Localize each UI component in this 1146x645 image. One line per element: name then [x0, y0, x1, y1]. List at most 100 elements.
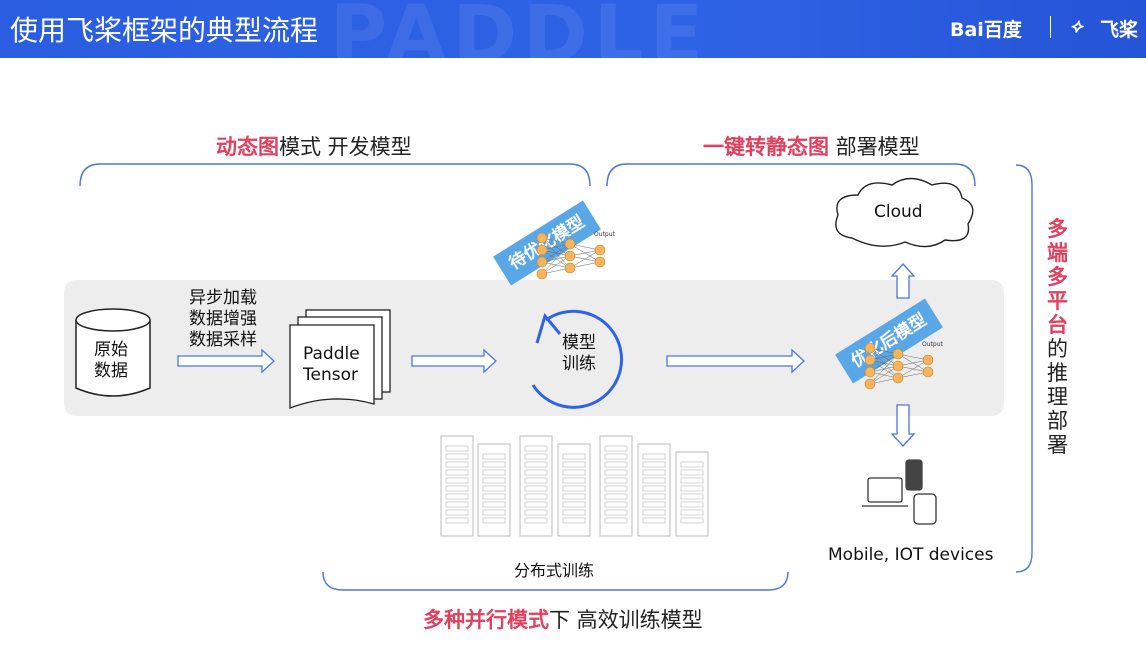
nn-edge: [541, 243, 571, 275]
training-cycle-icon: [531, 309, 624, 409]
arrow-3: [666, 348, 805, 374]
devices-icon: [862, 459, 937, 525]
preprocess-item: 数据增强: [189, 309, 257, 329]
tensor-label: Paddle Tensor: [303, 344, 360, 385]
nn-edge: [541, 243, 571, 263]
server-slot: [562, 501, 586, 508]
server-slot: [445, 453, 469, 460]
logo-divider: [1050, 16, 1051, 38]
server-slot: [482, 461, 506, 468]
nn-node: [892, 372, 904, 384]
server-slot: [445, 445, 469, 452]
tensor-icon: [289, 309, 391, 409]
neural-net-icon-2: [864, 342, 934, 390]
arrow-up: [890, 263, 916, 299]
nn-node: [864, 354, 876, 366]
server-slot: [604, 517, 628, 524]
nn-edge: [869, 365, 899, 385]
side-char: 推: [1047, 361, 1068, 385]
server-slot: [482, 509, 506, 516]
server-slot: [482, 469, 506, 476]
server-slot: [642, 509, 666, 516]
server-slot: [445, 461, 469, 468]
server-slot: [482, 485, 506, 492]
server-slot: [562, 485, 586, 492]
server-slot: [524, 477, 548, 484]
nn1-output-label: Output: [594, 231, 615, 238]
server-slot: [445, 517, 469, 524]
server-slot: [482, 477, 506, 484]
side-char: 平: [1047, 289, 1068, 313]
server-slot: [524, 485, 548, 492]
server-rack-7: [675, 451, 709, 537]
server-slot: [524, 517, 548, 524]
arrows: [177, 263, 916, 447]
server-slot: [604, 445, 628, 452]
server-slot: [680, 477, 704, 484]
server-slot: [524, 469, 548, 476]
distributed-label: 分布式训练: [514, 561, 595, 580]
server-slot: [524, 453, 548, 460]
server-slot: [524, 493, 548, 500]
bottom-brace: [322, 571, 789, 591]
raw-data-label: 原始 数据: [94, 340, 128, 381]
server-slot: [562, 509, 586, 516]
nn-node: [922, 354, 934, 366]
nn-node: [536, 268, 548, 280]
nn-node: [864, 342, 876, 354]
nn-edge: [869, 353, 899, 373]
nn-node: [564, 250, 576, 262]
nn-node: [536, 244, 548, 256]
server-slot: [445, 477, 469, 484]
side-char: 多: [1047, 217, 1068, 241]
side-char: 部: [1047, 409, 1068, 433]
server-slot: [604, 493, 628, 500]
server-slot: [642, 517, 666, 524]
server-slot: [562, 469, 586, 476]
side-char: 台: [1047, 313, 1068, 337]
server-slot: [445, 501, 469, 508]
nn-edge: [541, 255, 571, 275]
side-char: 署: [1047, 433, 1068, 457]
server-rack-1: [440, 435, 474, 537]
server-slot: [524, 445, 548, 452]
right-brace: [1015, 164, 1033, 573]
database-icon: [75, 308, 151, 397]
side-char: 的: [1047, 337, 1068, 361]
server-slot: [642, 469, 666, 476]
server-slot: [562, 461, 586, 468]
header-watermark: PADDLE: [330, 0, 709, 58]
nn-node: [922, 366, 934, 378]
neural-net-icon-1: [536, 232, 606, 280]
arrow-1: [177, 348, 275, 374]
server-slot: [604, 501, 628, 508]
arrow-down: [890, 404, 916, 447]
server-slot: [680, 501, 704, 508]
server-slot: [604, 485, 628, 492]
server-slot: [604, 477, 628, 484]
server-slot: [482, 453, 506, 460]
server-rack-3: [519, 435, 553, 537]
server-rack-5: [599, 435, 633, 537]
server-slot: [524, 509, 548, 516]
nn-node: [594, 244, 606, 256]
nn-node: [864, 378, 876, 390]
training-label: 模型 训练: [562, 333, 596, 374]
server-rack-4: [557, 443, 591, 537]
nn-edge: [869, 353, 899, 385]
server-slot: [482, 493, 506, 500]
server-slot: [680, 517, 704, 524]
nn-node: [594, 256, 606, 268]
server-slot: [562, 517, 586, 524]
server-slot: [445, 469, 469, 476]
server-slot: [604, 509, 628, 516]
preprocess-list: 异步加载 数据增强 数据采样: [189, 288, 257, 351]
server-slot: [642, 453, 666, 460]
parallel-mode-label: 多种并行模式下 高效训练模型: [423, 608, 703, 632]
server-slot: [604, 461, 628, 468]
preprocess-item: 异步加载: [189, 288, 257, 308]
server-rack-6: [637, 443, 671, 537]
nn-node: [892, 348, 904, 360]
